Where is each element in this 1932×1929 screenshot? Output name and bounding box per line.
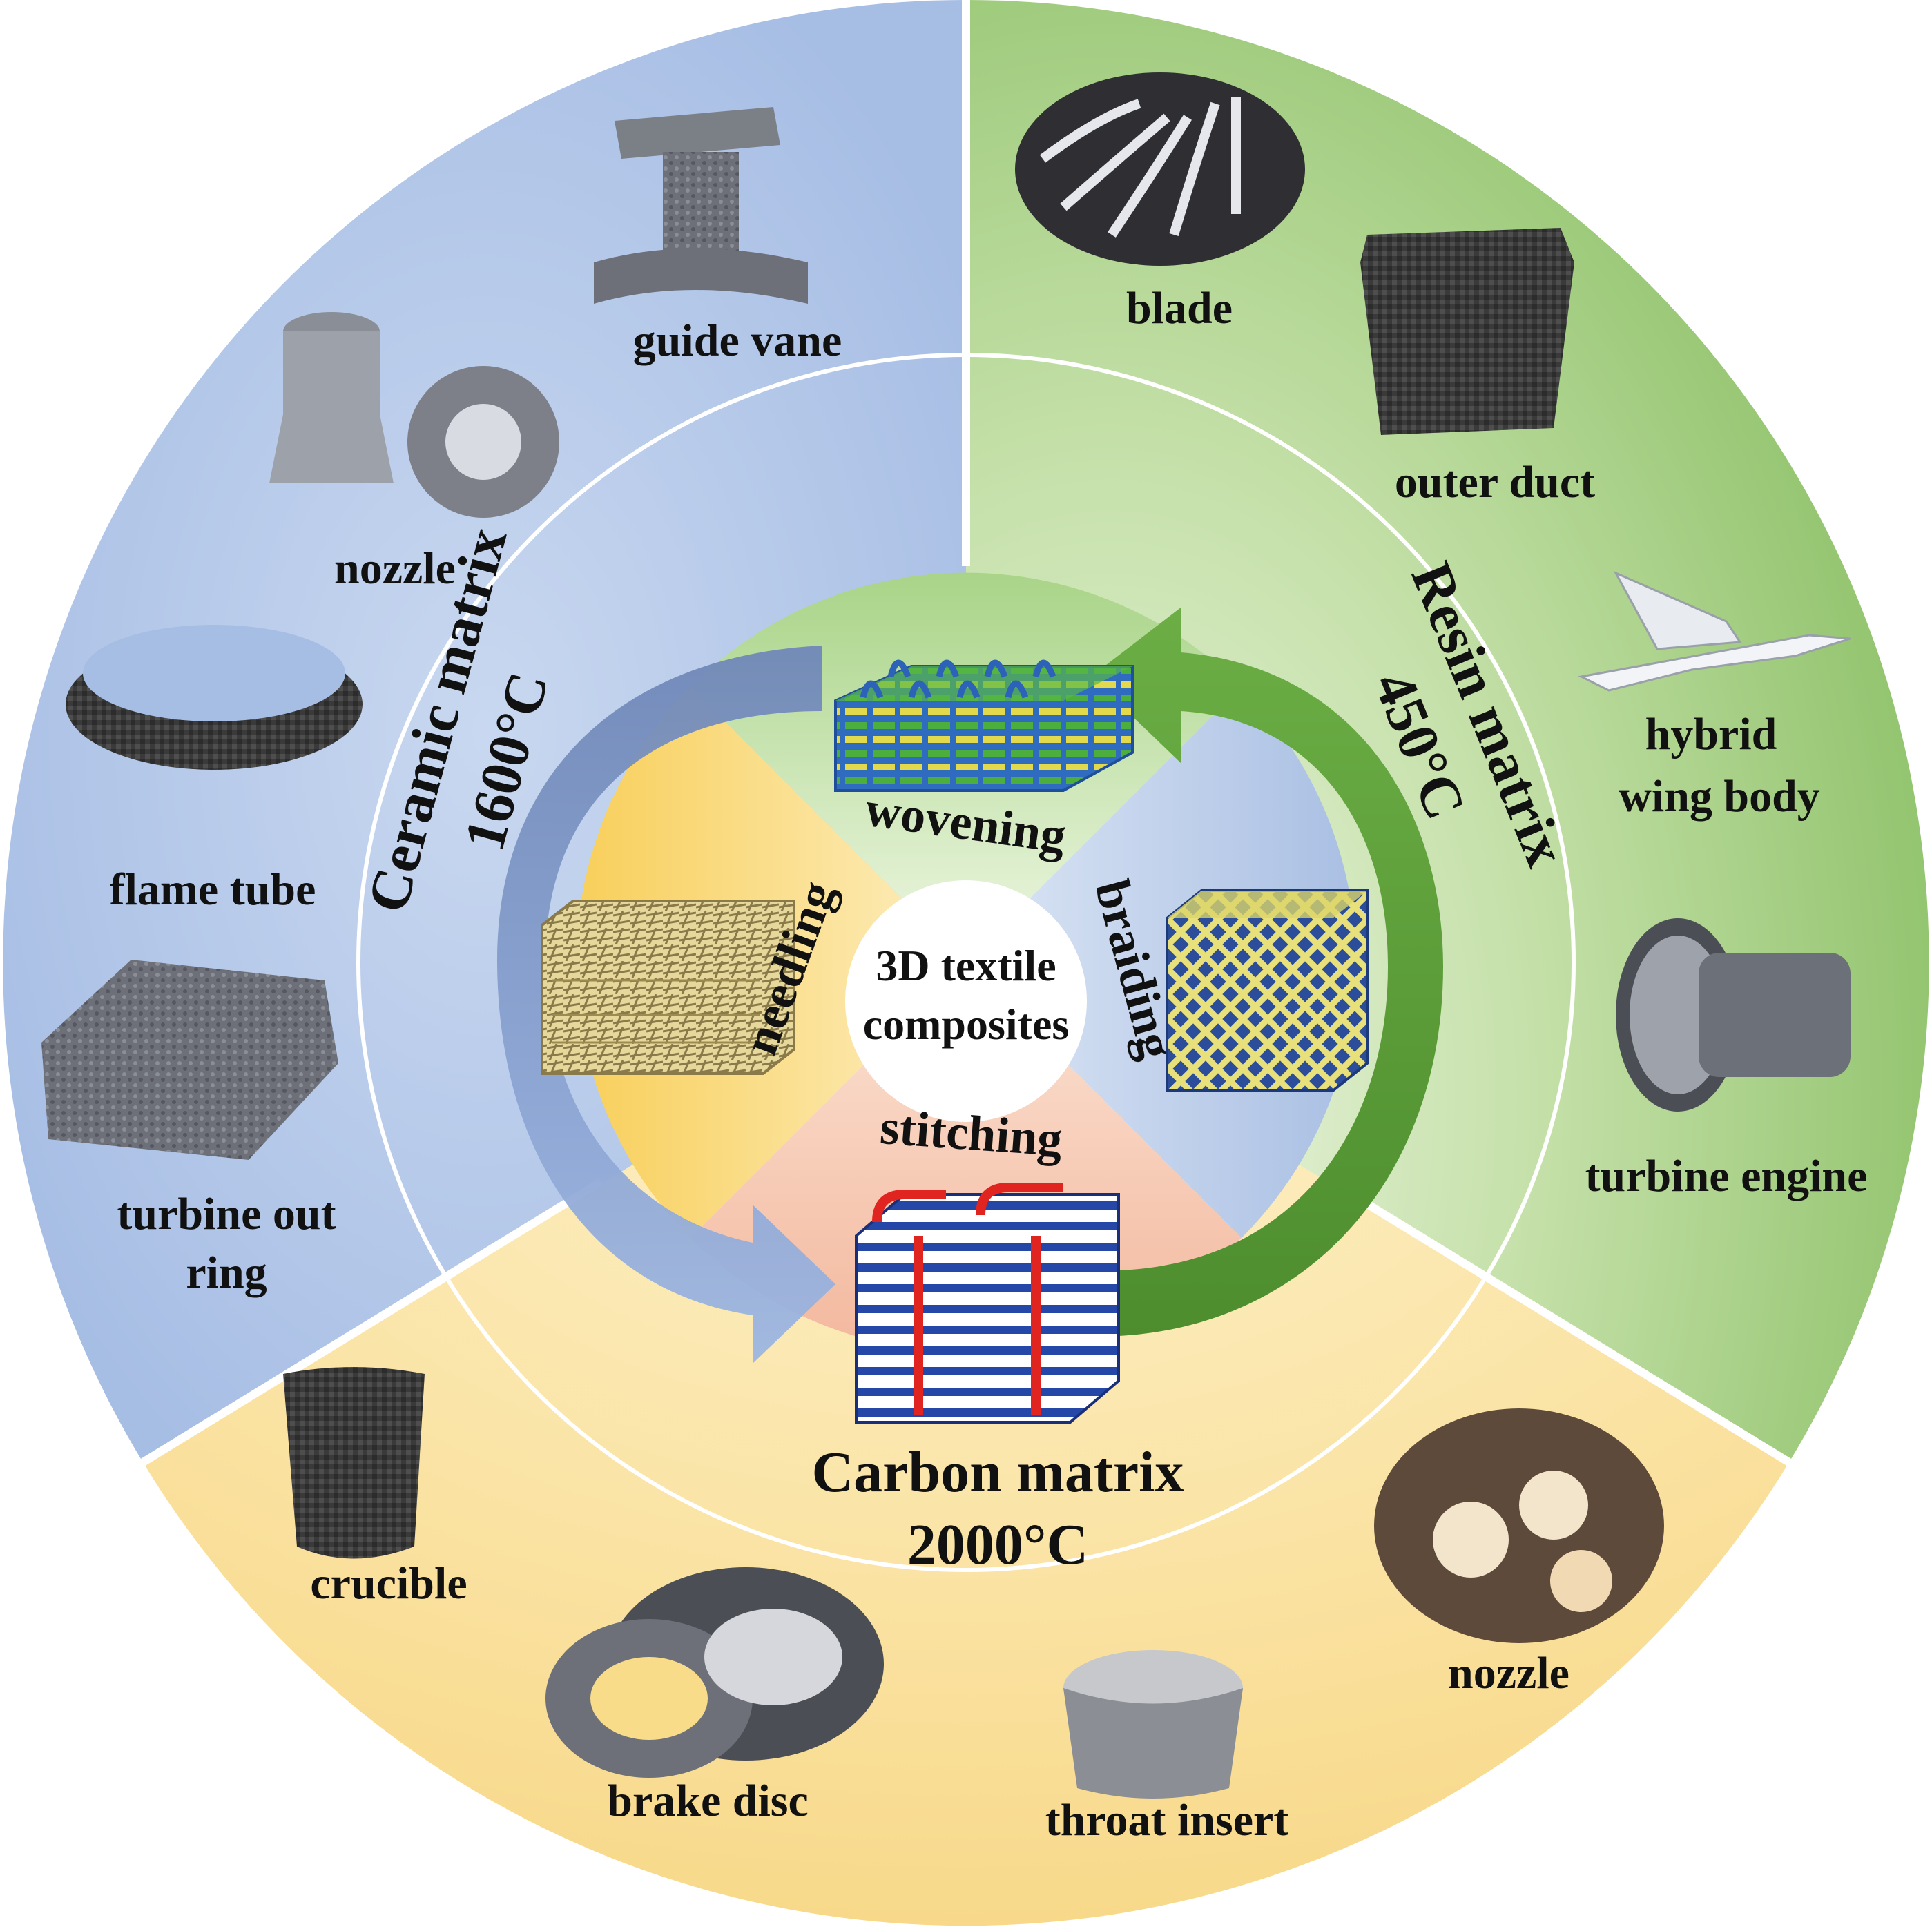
label-nozzle-carbon: nozzle (1448, 1648, 1569, 1698)
braided-structure (1166, 889, 1369, 1092)
stitched-structure (855, 1183, 1120, 1424)
label-crucible: crucible (310, 1558, 467, 1609)
label-brake-disc: brake disc (607, 1776, 809, 1826)
center-circle (845, 880, 1087, 1122)
hybrid-wing-body-image (1578, 570, 1851, 692)
label-outer-duct: outer duct (1395, 457, 1595, 507)
label-flame-tube: flame tube (110, 864, 316, 915)
center-title-line1: 3D textile (876, 941, 1056, 990)
woven-structure (834, 659, 1134, 792)
guide-vane-image (594, 107, 808, 304)
turbine-ring-image (41, 960, 338, 1160)
method-stitching: stitching (878, 1099, 1064, 1167)
label-throat-insert: throat insert (1045, 1795, 1289, 1845)
outer-duct-image (1360, 228, 1574, 435)
label-turbine-engine: turbine engine (1585, 1151, 1868, 1201)
crucible-image (283, 1367, 425, 1559)
label-hybrid-wing-body-line2: wing body (1619, 771, 1820, 822)
flame-tube-image (66, 625, 363, 770)
label-turbine-out-ring-line1: turbine out (117, 1189, 336, 1239)
carbon-matrix-name: Carbon matrix (812, 1440, 1184, 1504)
center-title-line2: composites (863, 1000, 1070, 1049)
label-nozzle-ceramic: nozzle (334, 543, 456, 594)
nozzle-carbon-image (1374, 1408, 1664, 1643)
label-guide-vane: guide vane (633, 316, 842, 366)
label-hybrid-wing-body-line1: hybrid (1645, 709, 1777, 759)
brake-disc-image (545, 1567, 884, 1778)
blade-image (1015, 72, 1305, 266)
process-arrows (497, 608, 1443, 1364)
turbine-engine-image (1616, 918, 1851, 1112)
needled-structure (541, 900, 795, 1075)
carbon-matrix-temp: 2000°C (907, 1513, 1088, 1577)
divider-right (1329, 1178, 1792, 1466)
blue-arrow (497, 646, 835, 1364)
green-arrow (1091, 608, 1443, 1336)
label-blade: blade (1126, 283, 1233, 333)
nozzle-ceramic-image (269, 312, 559, 518)
braiding-quadrant (966, 687, 1356, 1238)
middle-ring-outline (356, 353, 1576, 1572)
throat-insert-image (1063, 1650, 1243, 1799)
label-turbine-out-ring-line2: ring (186, 1248, 267, 1298)
divider-left (140, 1178, 603, 1466)
